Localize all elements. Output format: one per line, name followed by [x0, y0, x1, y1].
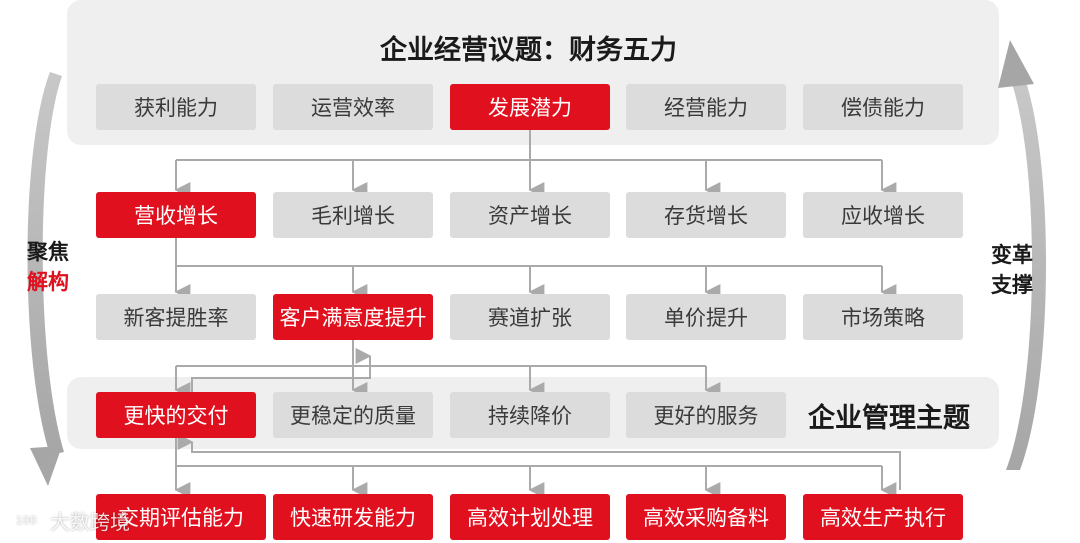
box-unit-price-increase: 单价提升 [626, 294, 786, 340]
watermark-text: 大数跨境 [50, 510, 130, 534]
watermark: 100 大数跨境 [6, 506, 130, 535]
box-gross-profit-growth: 毛利增长 [273, 192, 433, 238]
right-curved-arrow-icon [998, 40, 1047, 470]
box-operating-capability: 经营能力 [626, 84, 786, 130]
box-growth-potential: 发展潜力 [450, 84, 610, 130]
left-label-line1: 聚焦 [27, 240, 69, 264]
box-continuous-price-cut: 持续降价 [450, 392, 610, 438]
right-label-line1: 变革 [991, 243, 1033, 267]
box-efficient-planning: 高效计划处理 [450, 494, 610, 540]
box-lead-time-evaluation: 交期评估能力 [96, 494, 266, 540]
right-label-line2: 支撑 [991, 273, 1033, 297]
box-asset-growth: 资产增长 [450, 192, 610, 238]
box-faster-delivery: 更快的交付 [96, 392, 256, 438]
box-profitability: 获利能力 [96, 84, 256, 130]
box-market-strategy: 市场策略 [803, 294, 963, 340]
box-new-customer-win-rate: 新客提胜率 [96, 294, 256, 340]
left-curved-arrow-icon [27, 72, 64, 486]
top-title: 企业经营议题：财务五力 [380, 35, 677, 66]
box-customer-satisfaction: 客户满意度提升 [273, 294, 433, 340]
box-solvency: 偿债能力 [803, 84, 963, 130]
box-efficient-procurement: 高效采购备料 [626, 494, 786, 540]
box-inventory-growth: 存货增长 [626, 192, 786, 238]
watermark-logo-icon: 100 [6, 508, 46, 533]
right-side-label: 变革 支撑 [984, 240, 1040, 300]
box-better-service: 更好的服务 [626, 392, 786, 438]
box-receivables-growth: 应收增长 [803, 192, 963, 238]
box-stable-quality: 更稳定的质量 [273, 392, 433, 438]
left-side-label: 聚焦 解构 [20, 237, 76, 297]
box-revenue-growth: 营收增长 [96, 192, 256, 238]
bottom-title: 企业管理主题 [808, 403, 970, 434]
left-label-line2: 解构 [27, 270, 69, 294]
box-operating-efficiency: 运营效率 [273, 84, 433, 130]
box-track-expansion: 赛道扩张 [450, 294, 610, 340]
box-fast-rd: 快速研发能力 [273, 494, 433, 540]
box-efficient-production: 高效生产执行 [803, 494, 963, 540]
